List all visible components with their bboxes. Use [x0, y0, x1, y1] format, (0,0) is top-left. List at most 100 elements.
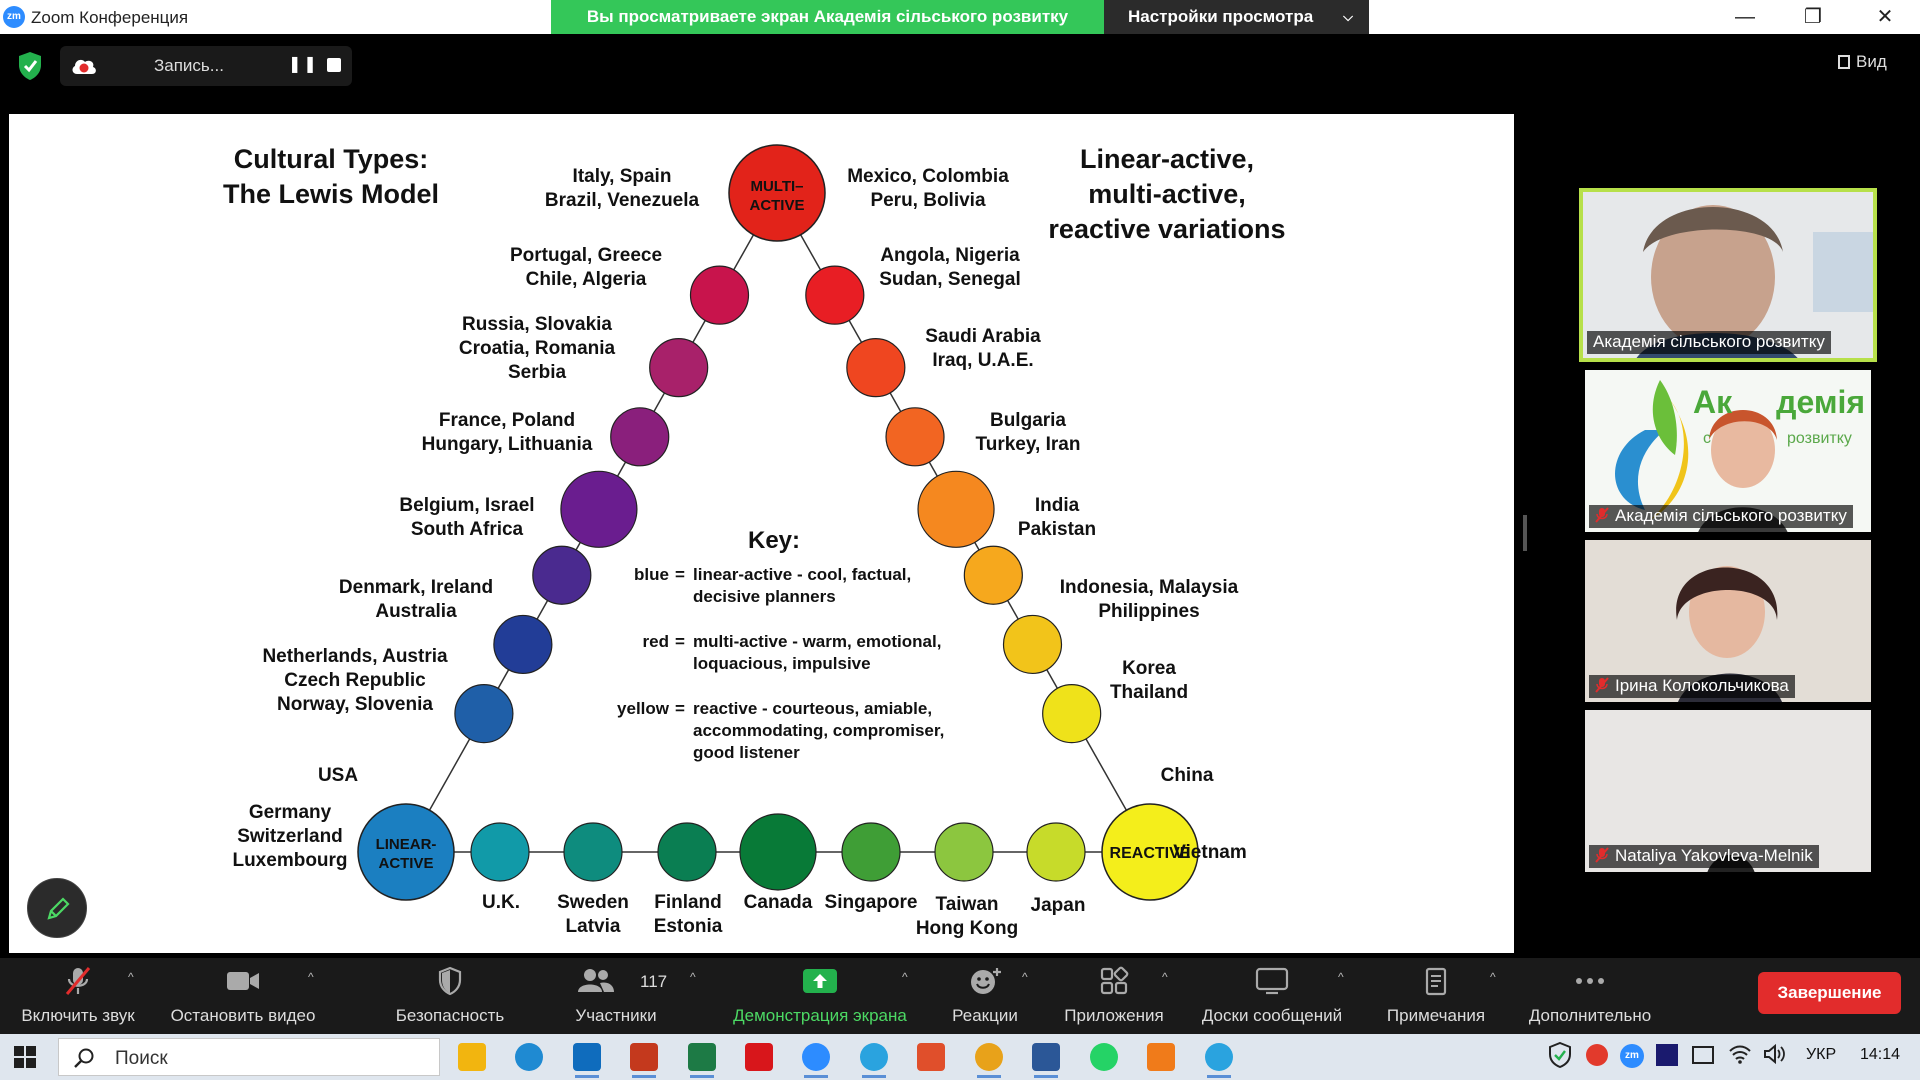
share-options-chevron[interactable]: ^ [902, 970, 908, 984]
restore-button[interactable]: ❐ [1778, 0, 1848, 34]
participant-tile[interactable]: Nataliya Yakovleva-Melnik [1585, 710, 1871, 872]
apps-options-chevron[interactable]: ^ [1162, 970, 1168, 984]
taskbar-acrobat-icon[interactable] [745, 1043, 773, 1071]
notes-icon [1416, 966, 1456, 996]
tray-defender-icon[interactable] [1548, 1042, 1572, 1073]
defender-shield-icon [1548, 1042, 1572, 1068]
right-country-label: Indonesia, MalaysiaPhilippines [1060, 577, 1239, 622]
tray-battery-icon[interactable] [1692, 1046, 1714, 1064]
right-country-label: KoreaThailand [1110, 658, 1188, 703]
key-description: multi-active - warm, emotional,loquaciou… [693, 632, 941, 673]
muted-microphone-icon [58, 966, 98, 996]
video-options-chevron[interactable]: ^ [308, 970, 314, 984]
close-window-button[interactable]: ✕ [1850, 0, 1920, 34]
windows-taskbar: Поиск zm УКР 14:14 [0, 1034, 1920, 1080]
bottom-node [740, 814, 816, 890]
left-country-label: Russia, SlovakiaCroatia, RomaniaSerbia [459, 314, 616, 383]
key-equals: = [675, 699, 685, 718]
right-node [806, 266, 864, 324]
key-title: Key: [748, 527, 800, 554]
panel-resize-handle[interactable] [1523, 515, 1527, 551]
unmute-audio-button[interactable]: ^ Включить звук [8, 958, 148, 1034]
language-indicator[interactable]: УКР [1806, 1046, 1836, 1064]
emoji-reaction-icon [965, 966, 1005, 996]
apps-button[interactable]: ^ Приложения [1056, 958, 1172, 1034]
participants-count: 117 [640, 972, 667, 992]
taskbar-clock[interactable]: 14:14 [1860, 1046, 1900, 1064]
participant-name-label: Nataliya Yakovleva-Melnik [1615, 846, 1813, 865]
notes-button[interactable]: ^ Примечания [1376, 958, 1496, 1034]
taskbar-telegram-icon[interactable] [860, 1043, 888, 1071]
participant-tile[interactable]: Академія сільського розвитку [1579, 188, 1877, 362]
tray-wifi-icon[interactable] [1728, 1042, 1752, 1071]
taskbar-media-player-icon[interactable] [1147, 1043, 1175, 1071]
windows-start-icon[interactable] [14, 1046, 36, 1068]
taskbar-paint-icon[interactable] [917, 1043, 945, 1071]
bottom-country-label: Canada [744, 892, 813, 913]
zoom-logo-icon: zm [3, 6, 25, 28]
end-meeting-button[interactable]: Завершение [1758, 972, 1901, 1014]
meeting-controls: ^ Включить звук ^ Остановить видео Безоп… [0, 958, 1920, 1034]
taskbar-powerpoint-icon[interactable] [630, 1043, 658, 1071]
bottom-country-label: Japan [1031, 895, 1086, 916]
security-button[interactable]: Безопасность [380, 958, 520, 1034]
left-country-label: Netherlands, AustriaCzech RepublicNorway… [262, 646, 448, 715]
taskbar-zoom-icon[interactable] [802, 1043, 830, 1071]
annotate-button[interactable] [27, 878, 87, 938]
participant-tile[interactable]: Ірина Колокольчикова [1585, 540, 1871, 702]
bottom-node [471, 823, 529, 881]
tray-zoom-icon[interactable]: zm [1620, 1044, 1644, 1068]
bottom-country-label: Singapore [825, 892, 918, 913]
audio-options-chevron[interactable]: ^ [128, 970, 134, 984]
taskbar-file-explorer-icon[interactable] [458, 1043, 486, 1071]
apps-label: Приложения [1056, 1006, 1172, 1026]
view-settings-button[interactable]: Настройки просмотра ⌵ [1104, 0, 1369, 34]
left-node [561, 471, 637, 547]
muted-microphone-icon [1595, 847, 1609, 863]
notes-options-chevron[interactable]: ^ [1490, 970, 1496, 984]
stop-video-button[interactable]: ^ Остановить видео [158, 958, 328, 1034]
search-placeholder: Поиск [115, 1048, 168, 1070]
taskbar-telegram-2-icon[interactable] [1205, 1043, 1233, 1071]
tray-volume-icon[interactable] [1762, 1042, 1786, 1071]
participants-button[interactable]: 117 ^ Участники [556, 958, 676, 1034]
tray-app-icon[interactable] [1656, 1044, 1678, 1066]
bottom-country-label: U.K. [482, 892, 520, 913]
security-shield-icon [430, 966, 470, 996]
security-shield-icon[interactable] [17, 51, 43, 81]
taskbar-search-box[interactable]: Поиск [58, 1038, 440, 1076]
taskbar-word-icon[interactable] [1032, 1043, 1060, 1071]
stop-recording-button[interactable] [327, 58, 341, 72]
pause-recording-button[interactable]: ❚❚ [288, 54, 319, 74]
bottom-node [935, 823, 993, 881]
more-button[interactable]: Дополнительно [1518, 958, 1662, 1034]
wifi-icon [1728, 1042, 1752, 1066]
minimize-button[interactable]: — [1710, 0, 1780, 34]
taskbar-outlook-icon[interactable] [573, 1043, 601, 1071]
reactions-options-chevron[interactable]: ^ [1022, 970, 1028, 984]
participants-options-chevron[interactable]: ^ [690, 970, 696, 984]
recording-label: Запись... [154, 56, 224, 76]
left-country-label: Belgium, IsraelSouth Africa [399, 495, 534, 540]
taskbar-whatsapp-icon[interactable] [1090, 1043, 1118, 1071]
bottom-node [658, 823, 716, 881]
reactions-button[interactable]: ^ Реакции [940, 958, 1030, 1034]
taskbar-excel-icon[interactable] [688, 1043, 716, 1071]
right-country-label: Vietnam [1173, 842, 1247, 863]
taskbar-edge-icon[interactable] [515, 1043, 543, 1071]
whiteboards-button[interactable]: ^ Доски сообщений [1190, 958, 1354, 1034]
whiteboards-options-chevron[interactable]: ^ [1338, 970, 1344, 984]
tray-opera-icon[interactable] [1586, 1044, 1608, 1066]
share-screen-button[interactable]: ^ Демонстрация экрана [720, 958, 920, 1034]
bottom-node [1027, 823, 1085, 881]
right-node [847, 339, 905, 397]
taskbar-chrome-icon[interactable] [975, 1043, 1003, 1071]
view-button[interactable]: Вид [1838, 52, 1887, 72]
logo-part: демія [1776, 384, 1865, 420]
